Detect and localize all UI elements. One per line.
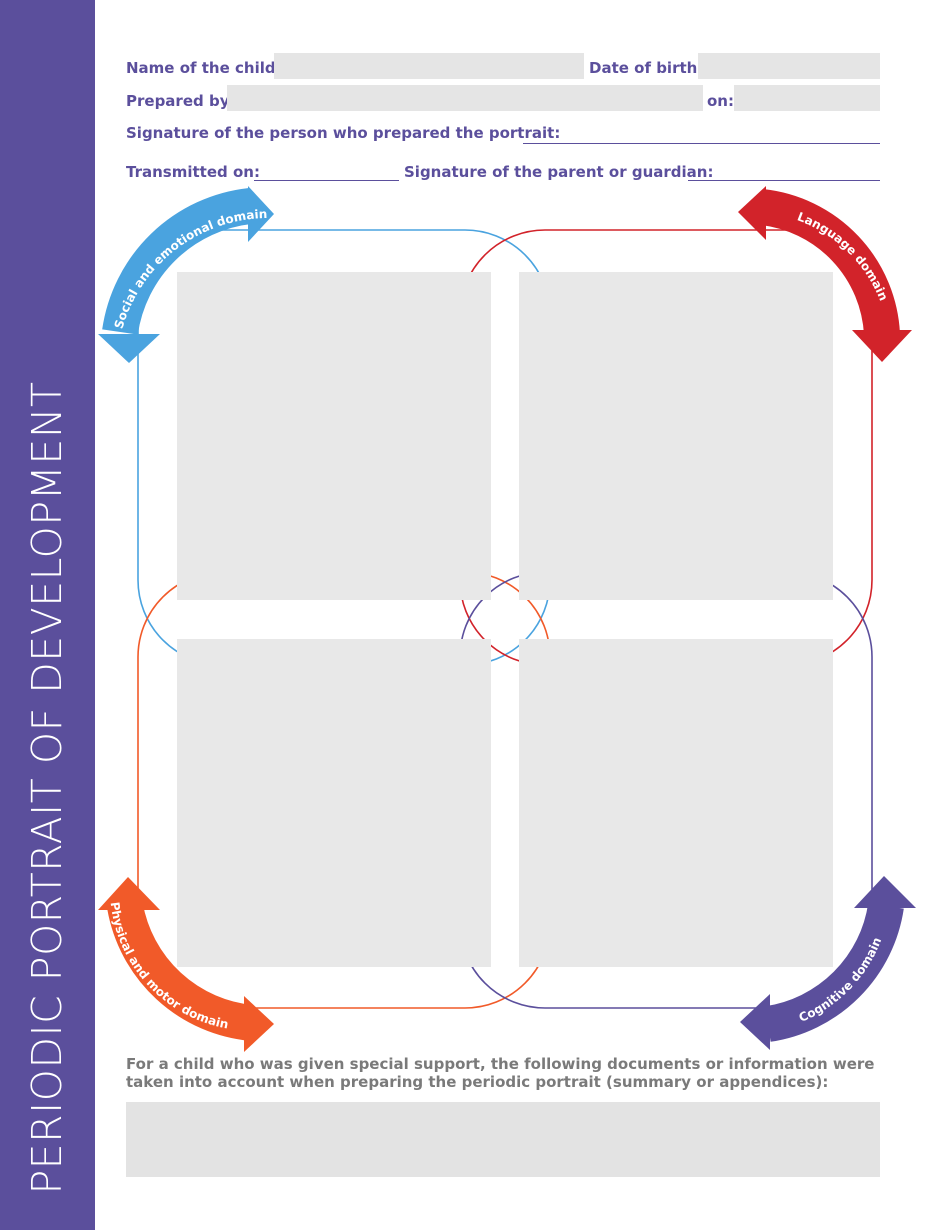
signature-parent-field[interactable] — [688, 161, 880, 181]
prepared-on-field[interactable] — [734, 85, 880, 111]
physical-domain-notes[interactable] — [177, 639, 491, 967]
child-name-field[interactable] — [274, 53, 584, 79]
signature-parent-label: Signature of the parent or guardian: — [404, 163, 714, 181]
language-domain-notes[interactable] — [519, 272, 833, 600]
sidebar: PERIODIC PORTRAIT OF DEVELOPMENT — [0, 0, 95, 1230]
signature-preparer-field[interactable] — [523, 124, 880, 144]
transmitted-field[interactable] — [254, 161, 399, 181]
social-domain-notes[interactable] — [177, 272, 491, 600]
special-support-field[interactable] — [126, 1102, 880, 1177]
signature-preparer-label: Signature of the person who prepared the… — [126, 124, 561, 142]
child-name-label: Name of the child: — [126, 59, 282, 77]
special-support-note: For a child who was given special suppor… — [126, 1055, 875, 1091]
transmitted-label: Transmitted on: — [126, 163, 260, 181]
on-label: on: — [707, 92, 734, 110]
prepared-by-label: Prepared by: — [126, 92, 236, 110]
dob-field[interactable] — [698, 53, 880, 79]
prepared-by-field[interactable] — [227, 85, 703, 111]
dob-label: Date of birth: — [589, 59, 704, 77]
cognitive-domain-notes[interactable] — [519, 639, 833, 967]
